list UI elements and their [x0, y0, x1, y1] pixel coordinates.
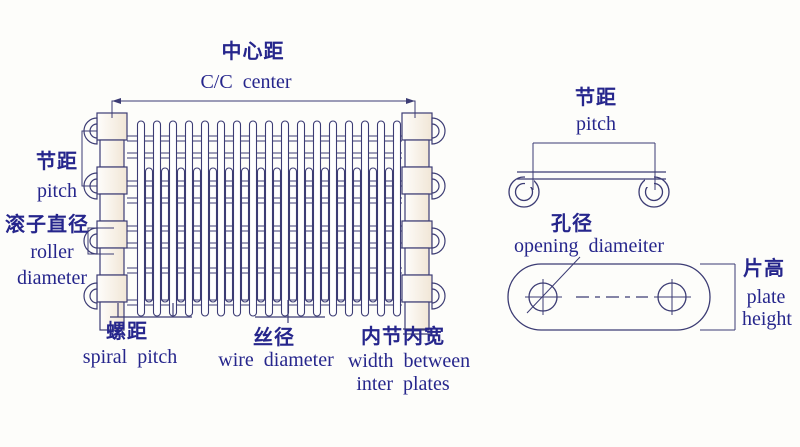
label-plate-height-en2: height: [742, 308, 792, 330]
pitch-dimension-left: [81, 130, 97, 187]
plate-outline: [507, 263, 711, 331]
label-inner-width-en1: width between: [347, 350, 471, 372]
label-roller-diameter-en2: diameter: [17, 267, 87, 289]
opening-diameter-leader: [526, 256, 581, 314]
label-spiral-pitch-en: spiral pitch: [82, 346, 178, 368]
right-hook-opening: [645, 174, 654, 187]
label-plate-height-en1: plate: [746, 286, 786, 308]
label-pitch-right-en: pitch: [576, 113, 616, 135]
left-hook-outer: [508, 176, 540, 208]
roller-diameter-bracket: [87, 227, 114, 255]
hole-crosshairs: [525, 279, 691, 315]
label-inner-width-en2: inter plates: [356, 373, 450, 395]
label-cc-center-cn: 中心距: [221, 41, 285, 63]
label-roller-diameter-en1: roller: [30, 241, 74, 263]
main-spiral-wires: [136, 120, 402, 317]
label-plate-height-cn: 片高: [743, 258, 785, 280]
inner-width-marker: [403, 328, 430, 335]
label-opening-diameter-en: opening diameiter: [514, 235, 664, 257]
link-pitch-dimension: [532, 142, 656, 190]
left-hook-opening: [525, 174, 534, 187]
spiral-pitch-dimension: [110, 303, 192, 318]
label-pitch-left-en: pitch: [37, 180, 77, 202]
plate-figure: [507, 256, 736, 331]
label-pitch-left-cn: 节距: [36, 151, 78, 173]
label-roller-diameter-cn: 滚子直径: [5, 214, 89, 236]
label-inner-width-cn: 内节内宽: [361, 326, 445, 348]
side-chain-plates: [83, 112, 446, 331]
label-pitch-right-cn: 节距: [575, 87, 617, 109]
plate-height-bracket: [700, 263, 736, 331]
link-side-view: [508, 142, 670, 208]
wire-diameter-marker: [255, 300, 325, 323]
label-spiral-pitch-cn: 螺距: [106, 321, 148, 343]
label-cc-center-en: C/C center: [200, 71, 292, 93]
label-wire-diameter-cn: 丝径: [253, 327, 295, 349]
label-opening-diameter-cn: 孔径: [551, 213, 593, 235]
link-wire: [517, 171, 666, 180]
label-wire-diameter-en: wire diameter: [218, 349, 334, 371]
cc-center-dimension: [111, 98, 416, 118]
left-hook-inner: [514, 182, 534, 202]
